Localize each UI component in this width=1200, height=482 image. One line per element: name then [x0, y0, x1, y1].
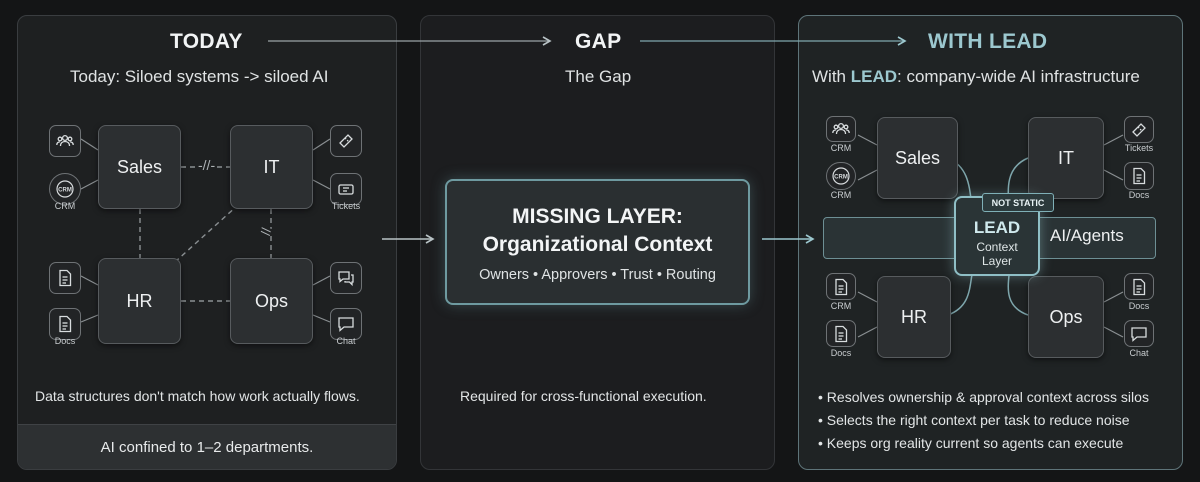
chat-bubbles-icon [330, 262, 362, 294]
people-icon [826, 116, 856, 142]
today-panel: AI confined to 1–2 departments. [17, 15, 397, 470]
document-icon [826, 320, 856, 347]
document-icon [826, 273, 856, 300]
bullet-item: • Keeps org reality current so agents ca… [818, 435, 1124, 451]
lead-title: LEAD [973, 218, 1021, 237]
gap-subtitle: The Gap [565, 67, 632, 86]
missing-layer-items: Owners • Approvers • Trust • Routing [479, 267, 716, 283]
bullet-item: • Selects the right context per task to … [818, 412, 1130, 428]
today-footer: Data structures don't match how work act… [35, 388, 360, 404]
chat-icon [1124, 320, 1154, 347]
tickets-label: Tickets [331, 201, 361, 211]
ai-agents-label: AI/Agents [1050, 226, 1124, 245]
today-header: TODAY [170, 30, 243, 53]
docs-icon [49, 308, 81, 340]
document-icon [1124, 273, 1154, 300]
crm-label: CRM [830, 143, 852, 153]
crm-label: CRM [830, 190, 852, 200]
lead-hr-box: HR [877, 276, 951, 358]
document-icon [49, 262, 81, 294]
with-lead-header: WITH LEAD [928, 30, 1048, 53]
crm-icon: CRM [826, 162, 856, 190]
docs-label: Docs [54, 336, 76, 346]
lead-sales-box: Sales [877, 117, 958, 199]
crm-label: CRM [54, 201, 76, 211]
chat-label: Chat [336, 336, 356, 346]
sales-box: Sales [98, 125, 181, 209]
document-icon [1124, 162, 1154, 190]
svg-text:CRM: CRM [834, 175, 848, 181]
crm-icon: CRM [49, 173, 81, 205]
chat-icon [330, 308, 362, 340]
ai-confined-bar: AI confined to 1–2 departments. [18, 424, 396, 469]
docs-label: Docs [1128, 301, 1150, 311]
tickets-label: Tickets [1124, 143, 1154, 153]
today-subtitle: Today: Siloed systems -> siloed AI [70, 67, 329, 86]
lead-subtitle: Context Layer [976, 240, 1018, 268]
lead-it-box: IT [1028, 117, 1104, 199]
people-icon [49, 125, 81, 157]
hr-box: HR [98, 258, 181, 344]
not-static-badge: NOT STATIC [982, 193, 1054, 212]
ticket-icon [1124, 116, 1154, 143]
missing-layer-box: MISSING LAYER:Organizational Context Own… [445, 179, 750, 305]
lead-ops-box: Ops [1028, 276, 1104, 358]
break-mark: -//- [197, 157, 217, 173]
bullet-item: • Resolves ownership & approval context … [818, 389, 1149, 405]
chat-label: Chat [1129, 348, 1149, 358]
missing-layer-title: MISSING LAYER:Organizational Context [482, 205, 713, 256]
crm-label: CRM [830, 301, 852, 311]
ops-box: Ops [230, 258, 313, 344]
svg-text:CRM: CRM [58, 188, 72, 194]
it-box: IT [230, 125, 313, 209]
gap-header: GAP [575, 30, 622, 53]
tickets-icon [330, 173, 362, 205]
docs-label: Docs [1128, 190, 1150, 200]
docs-label: Docs [830, 348, 852, 358]
ticket-icon [330, 125, 362, 157]
gap-footer: Required for cross-functional execution. [460, 388, 707, 404]
with-lead-subtitle: With LEAD: company-wide AI infrastructur… [812, 67, 1140, 86]
